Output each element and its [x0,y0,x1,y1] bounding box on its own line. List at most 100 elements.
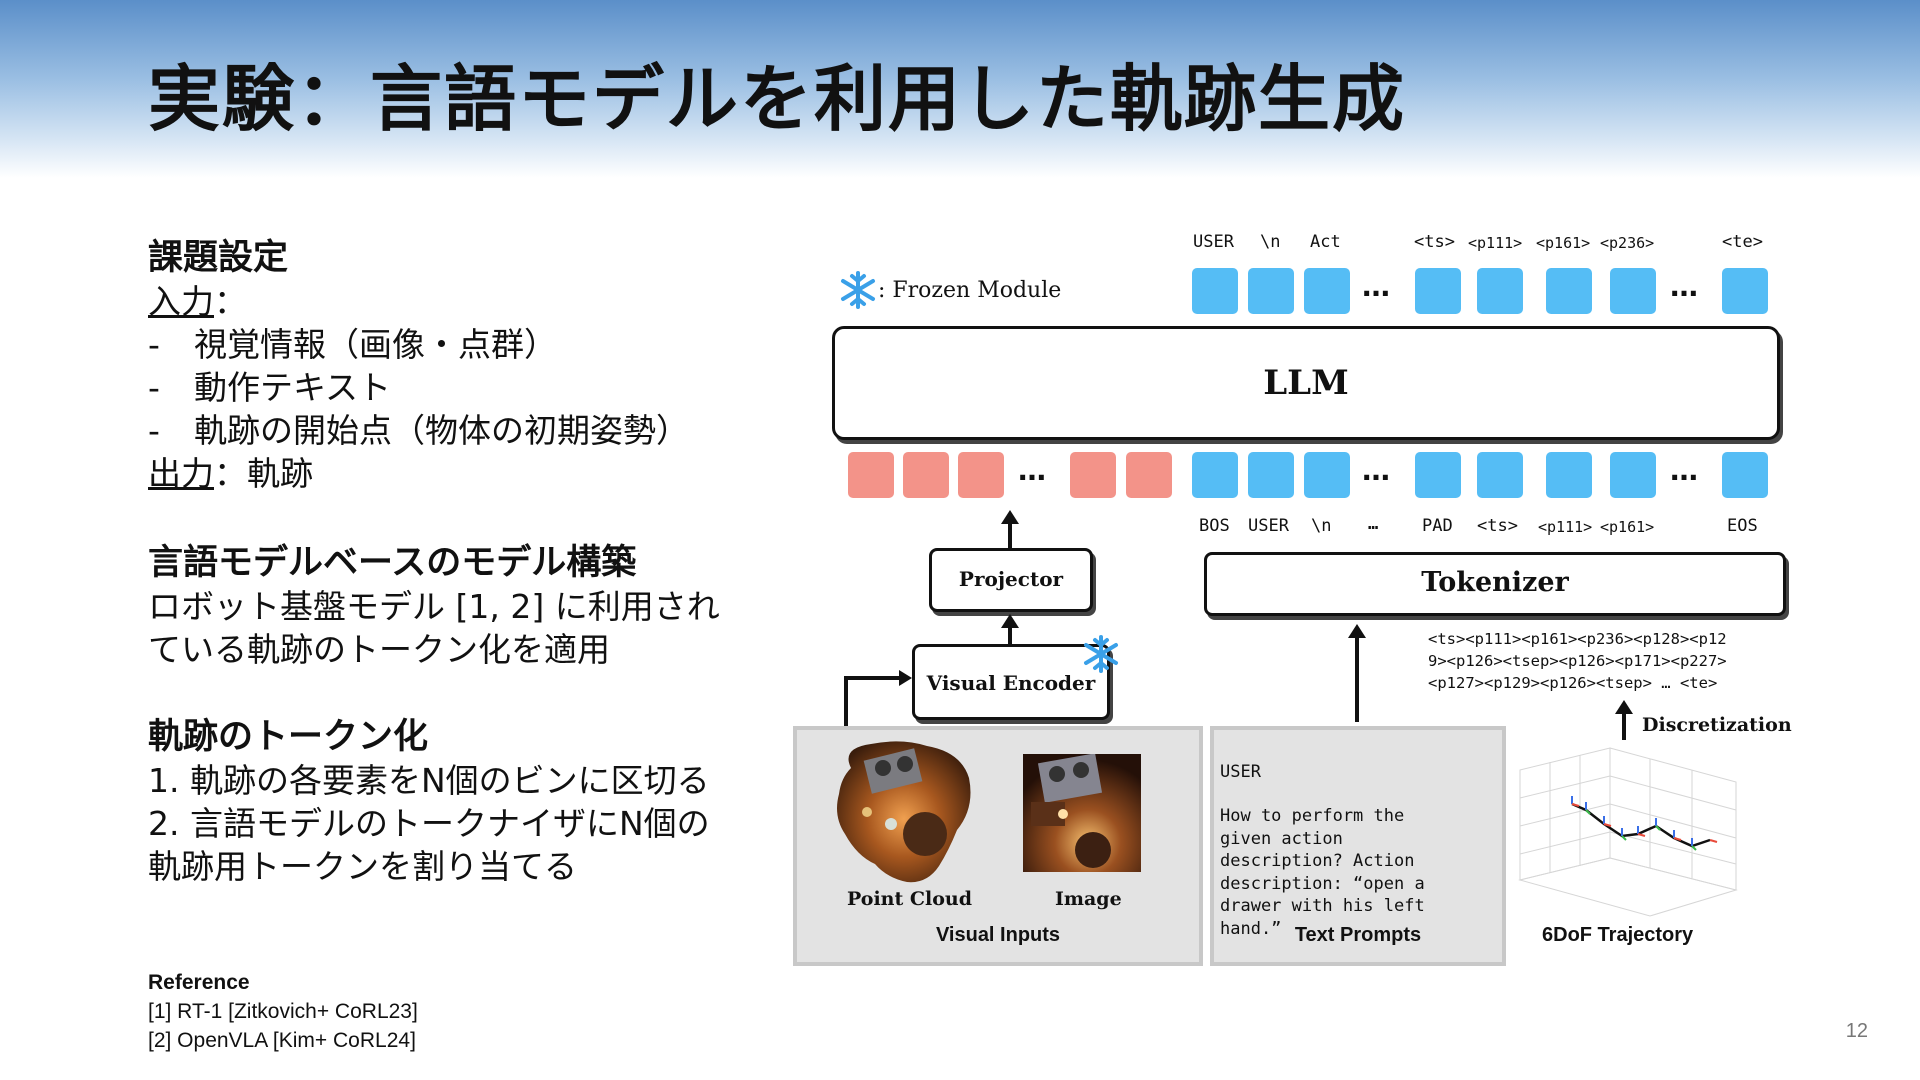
title-band [0,0,1920,178]
arrow-head [1001,510,1019,524]
text-prompts-caption: Text Prompts [1294,924,1422,946]
snowflake-icon [1081,634,1121,674]
input-token-label: USER [1248,516,1289,536]
slide-title: 実験：言語モデルを利用した軌跡生成 [148,57,1407,141]
prompt-line: How to perform the [1220,806,1405,826]
prompt-line: hand.” [1220,918,1282,939]
output-token [1610,268,1656,314]
token-sequence-line: <ts><p111><p161><p236><p128><p12 [1428,630,1727,648]
tokenize-line: 軌跡用トークンを割り当てる [148,847,577,886]
input-item: -視覚情報（画像・点群） [148,323,768,366]
arrow-prompt-up [1355,636,1359,722]
input-token-label: <ts> [1477,516,1518,536]
arrow-discretization-up [1622,712,1626,740]
task-heading: 課題設定 [148,238,289,278]
input-token-label: PAD [1422,516,1453,536]
output-value: 軌跡 [247,454,313,493]
point-cloud-caption: Point Cloud [847,888,972,910]
input-token-label: … [1368,514,1379,534]
token-sequence-line: <p127><p129><p126><tsep> … <te> [1428,674,1718,692]
token-sequence: <ts><p111><p161><p236><p128><p12 9><p126… [1428,628,1727,694]
input-ellipsis: … [1670,454,1699,487]
prompt-line: drawer with his left [1220,896,1425,916]
arrow-encoder-up [1008,626,1012,646]
visual-token [958,452,1004,498]
lm-heading: 言語モデルベースのモデル構築 [148,543,637,583]
visual-encoder-box: Visual Encoder [912,644,1110,720]
arrow-head [1001,614,1019,628]
page-number: 12 [1845,1020,1868,1042]
input-ellipsis: … [1018,454,1047,487]
input-separator: ： [214,282,247,321]
visual-token [1070,452,1116,498]
arrow-inputs-to-encoder [843,668,913,728]
prompt-line: USER [1220,761,1261,782]
arrow-head [1348,624,1366,638]
output-token-label: <p161> [1536,234,1591,252]
text-token [1546,452,1592,498]
output-token-label: USER [1193,232,1234,252]
input-token-label: <p161> [1600,518,1655,536]
output-ellipsis: … [1362,270,1391,303]
llm-label: LLM [1263,363,1349,403]
output-token [1304,268,1350,314]
frozen-module-label: : Frozen Module [878,278,1062,303]
text-token [1192,452,1238,498]
reference-item: [2] OpenVLA [Kim+ CoRL24] [148,1029,416,1052]
output-token [1248,268,1294,314]
prompt-line: description? Action [1220,851,1415,871]
text-token [1477,452,1523,498]
arrow-projector-up [1008,522,1012,550]
input-token-label: <p111> [1538,518,1593,536]
tokenizer-box: Tokenizer [1204,552,1786,616]
tokenize-line: 2. 言語モデルのトークナイザにN個の [148,804,710,843]
output-token [1477,268,1523,314]
input-ellipsis: … [1362,454,1391,487]
input-token-label: EOS [1727,516,1758,536]
text-token [1248,452,1294,498]
reference-heading: Reference [148,971,250,994]
arrow-head [1615,700,1633,714]
text-token [1304,452,1350,498]
output-token [1192,268,1238,314]
output-token-label: <ts> [1414,232,1455,252]
input-token-label: \n [1311,516,1332,536]
input-item: -軌跡の開始点（物体の初期姿勢） [148,409,768,452]
output-token [1722,268,1768,314]
text-token [1722,452,1768,498]
output-line: 出力：軌跡 [148,452,768,495]
rgb-image [1023,753,1141,872]
projector-label: Projector [958,567,1064,591]
visual-encoder-label: Visual Encoder [926,671,1096,695]
snowflake-icon [838,270,878,310]
input-item-text: 軌跡の開始点（物体の初期姿勢） [194,411,689,450]
input-item-text: 視覚情報（画像・点群） [194,325,557,364]
output-token [1546,268,1592,314]
input-label: 入力 [148,282,214,321]
visual-inputs-caption: Visual Inputs [935,924,1061,946]
image-caption: Image [1055,888,1122,910]
lm-line: ている軌跡のトークン化を適用 [148,630,610,669]
output-ellipsis: … [1670,270,1699,303]
output-token [1415,268,1461,314]
reference-item: [1] RT-1 [Zitkovich+ CoRL23] [148,1000,418,1023]
point-cloud-image [831,738,975,888]
prompt-line: given action [1220,828,1343,849]
bullet-dash: - [148,368,160,407]
output-token-label: \n [1260,232,1281,252]
input-item-text: 動作テキスト [194,368,392,407]
prompt-line [1220,783,1425,805]
output-token-label: Act [1310,232,1341,252]
visual-token [848,452,894,498]
text-token [1610,452,1656,498]
text-token [1415,452,1461,498]
output-token-label: <p111> [1468,234,1523,252]
tokenize-heading: 軌跡のトークン化 [148,717,429,757]
tokenize-line: 1. 軌跡の各要素をN個のビンに区切る [148,761,710,800]
trajectory-plot [1510,740,1740,920]
visual-token [903,452,949,498]
projector-box: Projector [929,548,1093,612]
discretization-label: Discretization [1642,714,1792,736]
